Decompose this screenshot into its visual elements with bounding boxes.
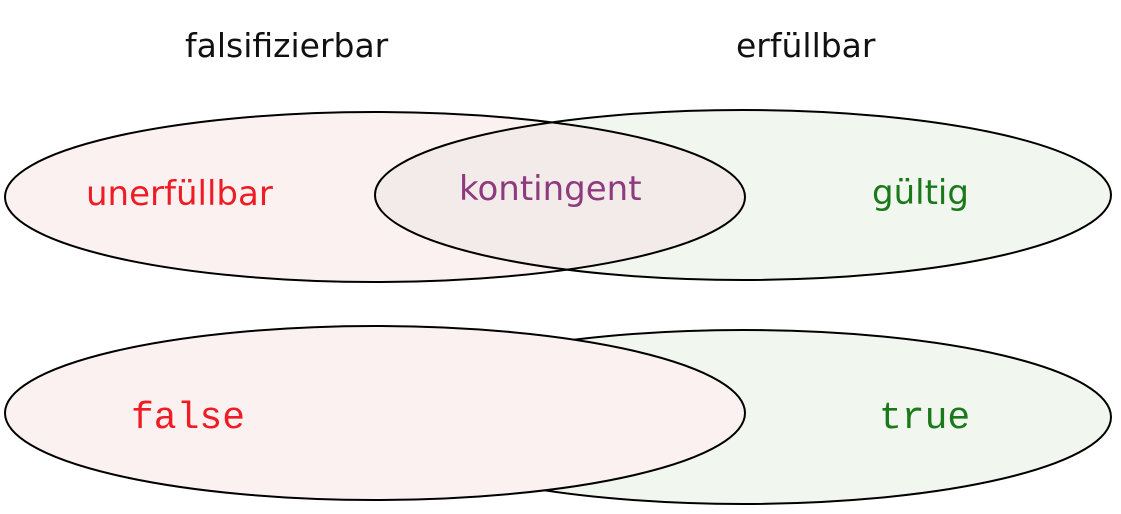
region-kontingent: kontingent [459,169,642,209]
region-gueltig: gültig [872,173,969,213]
region-false: false [131,397,245,440]
region-true: true [879,397,970,440]
region-unerfuellbar: unerfüllbar [86,174,273,214]
set-false [4,325,746,501]
outline-erfuellbar [374,109,1112,281]
outline-falsifizierbar [4,111,746,283]
top-venn: unerfüllbar kontingent gültig [4,109,1112,283]
bottom-venn: false true [4,325,1112,505]
overlap-fill [375,112,745,280]
header-falsifizierbar: falsifizierbar [185,26,389,65]
header-erfuellbar: erfüllbar [736,26,876,65]
